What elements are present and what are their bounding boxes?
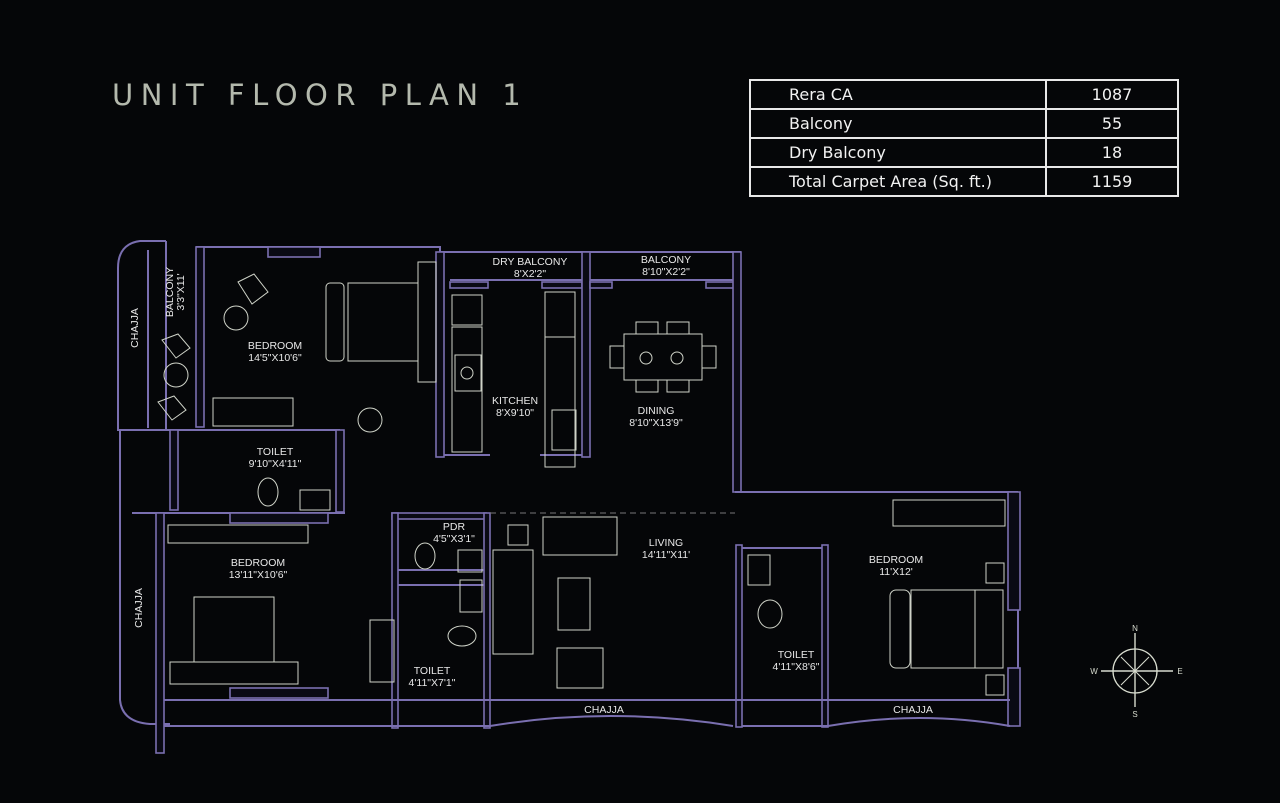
pdr-dims: 4'5"X3'1" [433, 533, 475, 545]
bedroom-3-name: BEDROOM [869, 554, 923, 566]
kitchen-dims: 8'X9'10" [496, 407, 534, 419]
row-label: Balcony [749, 108, 1047, 139]
walls [117, 240, 1021, 754]
area-table: Rera CA 1087 Balcony 55 Dry Balcony 18 T… [749, 79, 1179, 197]
row-label: Dry Balcony [749, 137, 1047, 168]
row-value: 55 [1045, 108, 1179, 139]
page-title: UNIT FLOOR PLAN 1 [112, 78, 529, 112]
chajja-label: CHAJJA [129, 308, 141, 348]
furniture [157, 261, 1006, 696]
bedroom-1-dims: 14'5"X10'6" [248, 352, 302, 364]
living-name: LIVING [649, 537, 683, 549]
chajja-label: CHAJJA [893, 704, 933, 716]
living-dims: 14'11"X11' [642, 549, 690, 561]
compass-n: N [1132, 624, 1138, 633]
row-value: 1159 [1045, 166, 1179, 197]
chajja-label: CHAJJA [133, 588, 145, 628]
toilet-3-dims: 4'11"X8'6" [773, 661, 820, 673]
dining-dims: 8'10"X13'9" [629, 417, 683, 429]
bedroom-1-name: BEDROOM [248, 340, 302, 352]
compass-w: W [1090, 667, 1098, 676]
dry-balcony-dims: 8'X2'2" [514, 268, 547, 280]
row-label: Total Carpet Area (Sq. ft.) [749, 166, 1047, 197]
balcony-name: BALCONY [641, 254, 691, 266]
balcony-dims: 8'10"X2'2" [642, 266, 690, 278]
kitchen-name: KITCHEN [492, 395, 538, 407]
table-row: Balcony 55 [749, 108, 1179, 139]
toilet-1-name: TOILET [257, 446, 294, 458]
toilet-2-name: TOILET [414, 665, 451, 677]
room-labels: BALCONY3'3"X11' BEDROOM 14'5"X10'6" TOIL… [129, 254, 933, 716]
compass-e: E [1177, 667, 1182, 676]
compass-s: S [1132, 710, 1137, 719]
bedroom-3-dims: 11'X12' [879, 566, 913, 578]
bedroom-2-dims: 13'11"X10'6" [229, 569, 288, 581]
toilet-3-name: TOILET [778, 649, 815, 661]
row-value: 1087 [1045, 79, 1179, 110]
pdr-name: PDR [443, 521, 466, 533]
toilet-1-dims: 9'10"X4'11" [249, 458, 302, 470]
balcony-small-label: BALCONY3'3"X11' [164, 267, 187, 317]
row-label: Rera CA [749, 79, 1047, 110]
table-row: Dry Balcony 18 [749, 137, 1179, 168]
dining-name: DINING [638, 405, 675, 417]
bedroom-2-name: BEDROOM [231, 557, 285, 569]
toilet-2-dims: 4'11"X7'1" [409, 677, 456, 689]
table-row: Total Carpet Area (Sq. ft.) 1159 [749, 166, 1179, 197]
chajja-label: CHAJJA [584, 704, 624, 716]
table-row: Rera CA 1087 [749, 79, 1179, 110]
row-value: 18 [1045, 137, 1179, 168]
dry-balcony-name: DRY BALCONY [493, 256, 568, 268]
compass-icon: N S E W [1090, 624, 1182, 719]
